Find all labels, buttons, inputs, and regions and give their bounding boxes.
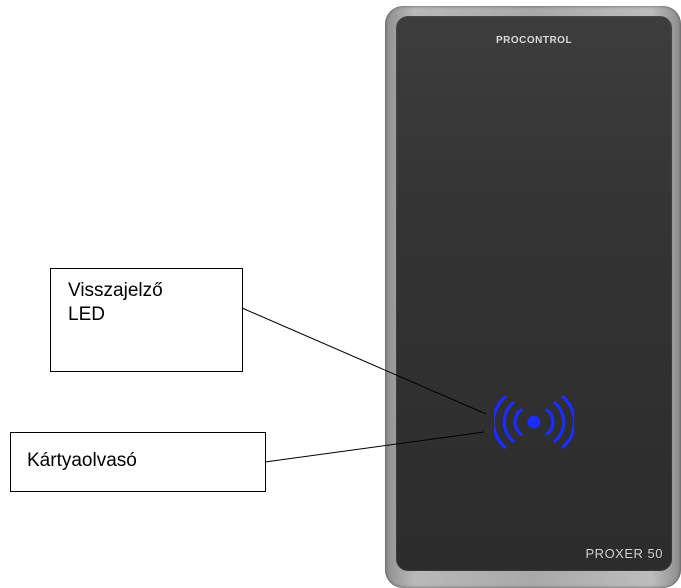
rfid-inner-left-arc xyxy=(513,408,523,436)
rfid-middle-left-arc xyxy=(502,401,515,443)
callout-reader-line-1: Kártyaolvasó xyxy=(27,450,137,471)
rfid-middle-right-arc xyxy=(553,401,566,443)
reader-device-face xyxy=(396,16,672,571)
device-model-label: PROXER 50 xyxy=(585,546,663,561)
callout-led-line-1: Visszajelző xyxy=(68,280,163,301)
callout-reader-box: Kártyaolvasó xyxy=(10,432,266,492)
callout-led-box: Visszajelző LED xyxy=(50,268,243,372)
rfid-outer-right-arc xyxy=(561,395,574,449)
callout-led-line-2: LED xyxy=(68,304,105,325)
rfid-outer-left-arc xyxy=(494,395,507,449)
led-dot xyxy=(527,415,541,429)
device-brand-label: PROCONTROL xyxy=(495,35,573,46)
rfid-inner-right-arc xyxy=(545,408,555,436)
rfid-wave-icon xyxy=(494,395,574,449)
